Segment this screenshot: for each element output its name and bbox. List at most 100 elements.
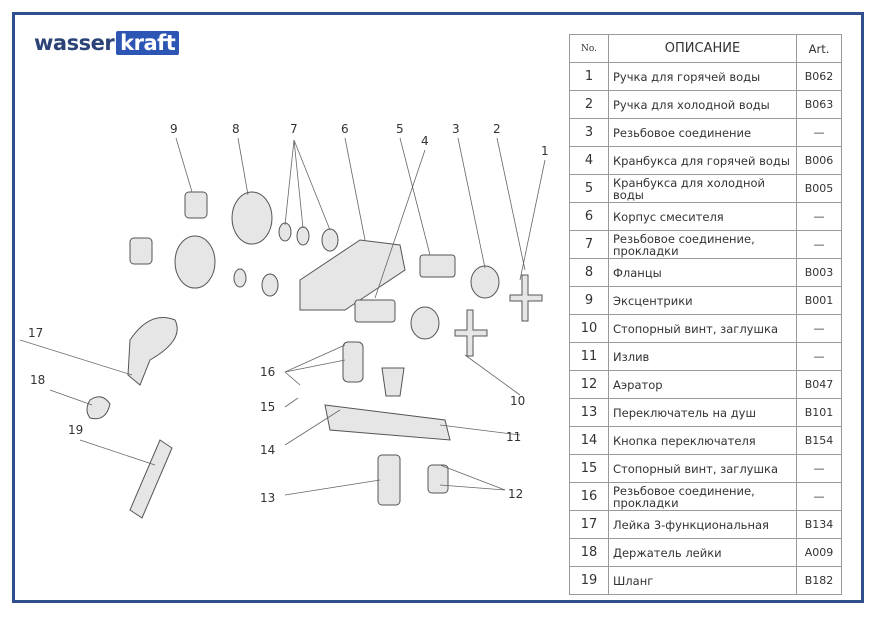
spout (324, 404, 451, 441)
part-description: Держатель лейки (608, 538, 797, 567)
header-description: ОПИСАНИЕ (608, 34, 797, 63)
part-number: 3 (569, 118, 609, 147)
part-description: Фланцы (608, 258, 797, 287)
callout-15: 15 (260, 400, 275, 414)
part-number: 10 (569, 314, 609, 343)
part-description: Излив (608, 342, 797, 371)
part-number: 6 (569, 202, 609, 231)
callout-17: 17 (28, 326, 43, 340)
part-article: B062 (796, 62, 842, 91)
part-article: B003 (796, 258, 842, 287)
part-article: B154 (796, 426, 842, 455)
part-number: 17 (569, 510, 609, 539)
part-article: — (796, 202, 842, 231)
callout-2: 2 (493, 122, 501, 136)
part-description: Переключатель на душ (608, 398, 797, 427)
header-no: No. (569, 34, 609, 63)
diverter (377, 454, 401, 506)
part-article: B001 (796, 286, 842, 315)
switch-button (381, 367, 405, 397)
part-article: B006 (796, 146, 842, 175)
part-number: 13 (569, 398, 609, 427)
callout-12: 12 (508, 487, 523, 501)
handle-hot (454, 309, 488, 357)
mixer-body (299, 239, 406, 311)
eccentric-bottom (129, 237, 153, 265)
part-article: — (796, 454, 842, 483)
table-header: No. ОПИСАНИЕ Art. (569, 34, 842, 63)
callout-19: 19 (68, 423, 83, 437)
part-description: Стопорный винт, заглушка (608, 314, 797, 343)
part-number: 12 (569, 370, 609, 399)
part-number: 7 (569, 230, 609, 259)
cartridge-5 (419, 254, 456, 278)
part-description: Ручка для холодной воды (608, 90, 797, 119)
part-number: 18 (569, 538, 609, 567)
hose (129, 439, 173, 519)
part-description: Аэратор (608, 370, 797, 399)
shower-holder (86, 396, 111, 420)
part-number: 16 (569, 482, 609, 511)
part-article: B005 (796, 174, 842, 203)
part-article: B063 (796, 90, 842, 119)
part-description: Резьбовое соединение (608, 118, 797, 147)
callout-1: 1 (541, 144, 549, 158)
flange-bottom (174, 235, 216, 289)
thread-rings (342, 341, 364, 383)
part-description: Стопорный винт, заглушка (608, 454, 797, 483)
part-number: 2 (569, 90, 609, 119)
handle-cold (509, 274, 543, 322)
part-description: Ручка для горячей воды (608, 62, 797, 91)
part-number: 14 (569, 426, 609, 455)
part-description: Кранбукса для горячей воды (608, 146, 797, 175)
aerator (427, 464, 449, 494)
part-article: — (796, 482, 842, 511)
callout-6: 6 (341, 122, 349, 136)
callout-7: 7 (290, 122, 298, 136)
callout-3: 3 (452, 122, 460, 136)
callout-8: 8 (232, 122, 240, 136)
part-number: 9 (569, 286, 609, 315)
part-article: — (796, 342, 842, 371)
part-description: Эксцентрики (608, 286, 797, 315)
connector-3b (410, 306, 440, 340)
header-art: Art. (796, 34, 842, 63)
part-article: A009 (796, 538, 842, 567)
logo-wasser: wasser (34, 31, 115, 55)
part-number: 1 (569, 62, 609, 91)
part-article: — (796, 230, 842, 259)
part-number: 15 (569, 454, 609, 483)
cartridge-4 (354, 299, 396, 323)
part-description: Резьбовое соединение, прокладки (608, 230, 797, 259)
part-number: 11 (569, 342, 609, 371)
shower-head (127, 317, 178, 386)
part-description: Резьбовое соединение, прокладки (608, 482, 797, 511)
callout-11: 11 (506, 430, 521, 444)
callout-5: 5 (396, 122, 404, 136)
callout-10: 10 (510, 394, 525, 408)
exploded-diagram: 1 2 3 4 5 6 7 8 9 10 11 12 13 14 15 16 1… (20, 122, 549, 519)
part-article: — (796, 314, 842, 343)
logo-kraft: kraft (116, 31, 180, 55)
part-article: B182 (796, 566, 842, 595)
part-number: 8 (569, 258, 609, 287)
callout-9: 9 (170, 122, 178, 136)
page-frame (12, 12, 864, 603)
callout-14: 14 (260, 443, 275, 457)
